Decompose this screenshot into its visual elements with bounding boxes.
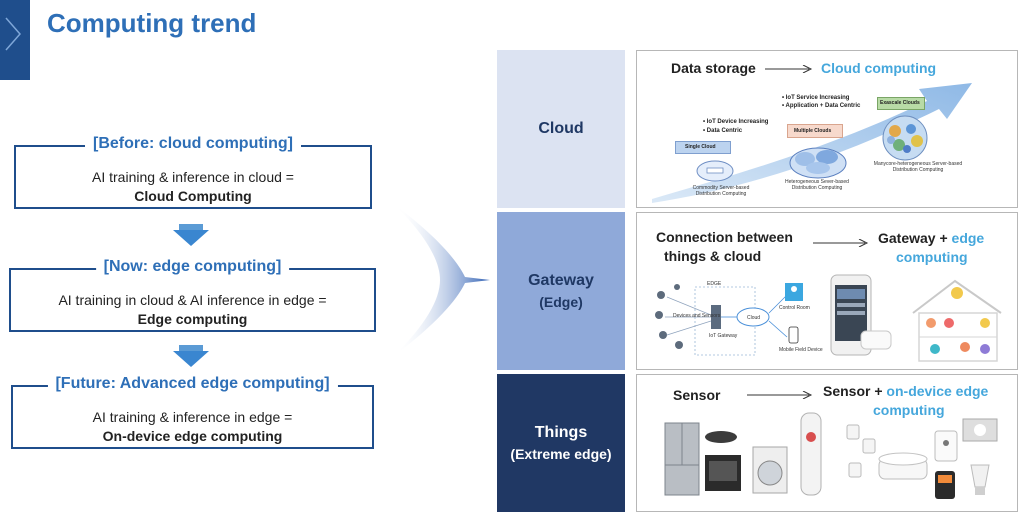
arrow-right-icon <box>765 65 813 73</box>
multiple-label: Multiple Clouds <box>794 128 832 134</box>
panel-cloud: Data storage Cloud computing Exascale Cl… <box>636 50 1018 208</box>
exascale-label: Exascale Clouds <box>880 100 920 106</box>
gateway-right-blue-1: edge <box>951 230 985 246</box>
gateway-left-text-2: things & cloud <box>664 248 762 264</box>
commodity-caption: Commodity Server-based Distribution Comp… <box>692 185 750 197</box>
stage-future-box: [Future: Advanced edge computing] AI tra… <box>11 375 374 449</box>
edge-caption: EDGE <box>707 281 722 287</box>
stage-now-title: [Now: edge computing] <box>95 258 290 276</box>
row-label-cloud: Cloud <box>497 50 625 208</box>
things-right-text-1: Sensor + on-device edge <box>823 383 988 399</box>
iot-gateway-caption: IoT Gateway <box>709 333 738 339</box>
stage-now-box: [Now: edge computing] AI training in clo… <box>9 258 376 332</box>
panel-things: Sensor Sensor + on-device edge computing <box>636 374 1018 512</box>
single-box <box>675 141 731 154</box>
row-label-things-sub: (Extreme edge) <box>510 446 612 462</box>
exascale-box <box>877 97 925 110</box>
page-title: Computing trend <box>47 8 257 38</box>
row-label-cloud-text: Cloud <box>538 120 584 137</box>
cloud-right-text: Cloud computing <box>821 60 937 76</box>
note-app-data: • Application + Data Centric <box>782 103 861 109</box>
stage-before-line2: Cloud Computing <box>134 188 252 204</box>
row-label-things-text: Things <box>534 424 588 441</box>
stage-now-line2: Edge computing <box>137 311 248 327</box>
home-appliances-illustration <box>664 412 822 496</box>
gateway-right-text-1: Gateway + edge <box>878 230 984 246</box>
row-label-gateway-sub: (Edge) <box>539 294 583 310</box>
down-arrow-icon <box>173 345 209 367</box>
arrow-right-icon <box>747 391 813 399</box>
multiple-clouds-icon <box>789 147 847 179</box>
row-label-things: Things (Extreme edge) <box>497 374 625 512</box>
note-iot-service: • IoT Service Increasing <box>782 95 850 101</box>
panel-gateway: Connection between things & cloud Gatewa… <box>636 212 1018 370</box>
things-right-blue-1: on-device edge <box>886 383 989 399</box>
gateway-right-plain: Gateway + <box>878 230 952 246</box>
stage-future-title: [Future: Advanced edge computing] <box>47 375 338 393</box>
note-iot-device: • IoT Device Increasing <box>703 119 769 125</box>
single-cloud-icon <box>696 160 734 182</box>
heterogeneous-caption: Heterogeneous Sever-based Distribution C… <box>785 179 849 191</box>
gateway-right-text-2: computing <box>896 249 968 265</box>
gateway-left-text-1: Connection between <box>656 229 793 245</box>
header-corner-block <box>0 0 30 80</box>
growth-arrow <box>652 83 972 203</box>
stage-future-line1: AI training & inference in edge = <box>92 409 293 425</box>
row-label-gateway-text: Gateway <box>528 272 594 289</box>
smart-home-illustration <box>830 274 1002 362</box>
stage-before-box: [Before: cloud computing] AI training & … <box>14 135 372 209</box>
row-label-gateway: Gateway (Edge) <box>497 212 625 370</box>
multiple-box <box>787 124 843 138</box>
cloud-left-text: Data storage <box>671 60 756 76</box>
manycore-caption: Manycore-heterogeneous Server-based Dist… <box>873 161 963 173</box>
chevron-right-icon <box>5 17 21 51</box>
edge-network-diagram <box>655 283 803 356</box>
things-right-plain: Sensor + <box>823 383 887 399</box>
big-transition-arrow <box>395 205 490 355</box>
smart-sensors-illustration <box>846 418 998 499</box>
arrow-right-icon <box>813 239 869 247</box>
down-arrow-icon <box>173 224 209 246</box>
note-data-centric: • Data Centric <box>703 128 743 134</box>
mobile-caption: Mobile Field Device <box>779 347 823 353</box>
things-left-text: Sensor <box>673 387 721 403</box>
cloud-caption: Cloud <box>747 315 761 321</box>
stage-future-line2: On-device edge computing <box>102 428 283 444</box>
single-label: Single Cloud <box>685 144 716 150</box>
stage-before-line1: AI training & inference in cloud = <box>92 169 294 185</box>
things-right-text-2: computing <box>873 402 945 418</box>
stage-now-line1: AI training in cloud & AI inference in e… <box>58 292 327 308</box>
exascale-clouds-icon <box>882 115 928 161</box>
stage-before-title: [Before: cloud computing] <box>85 135 301 153</box>
devices-caption: Devices and Sensors <box>673 313 721 319</box>
control-room-caption: Control Room <box>779 305 810 311</box>
